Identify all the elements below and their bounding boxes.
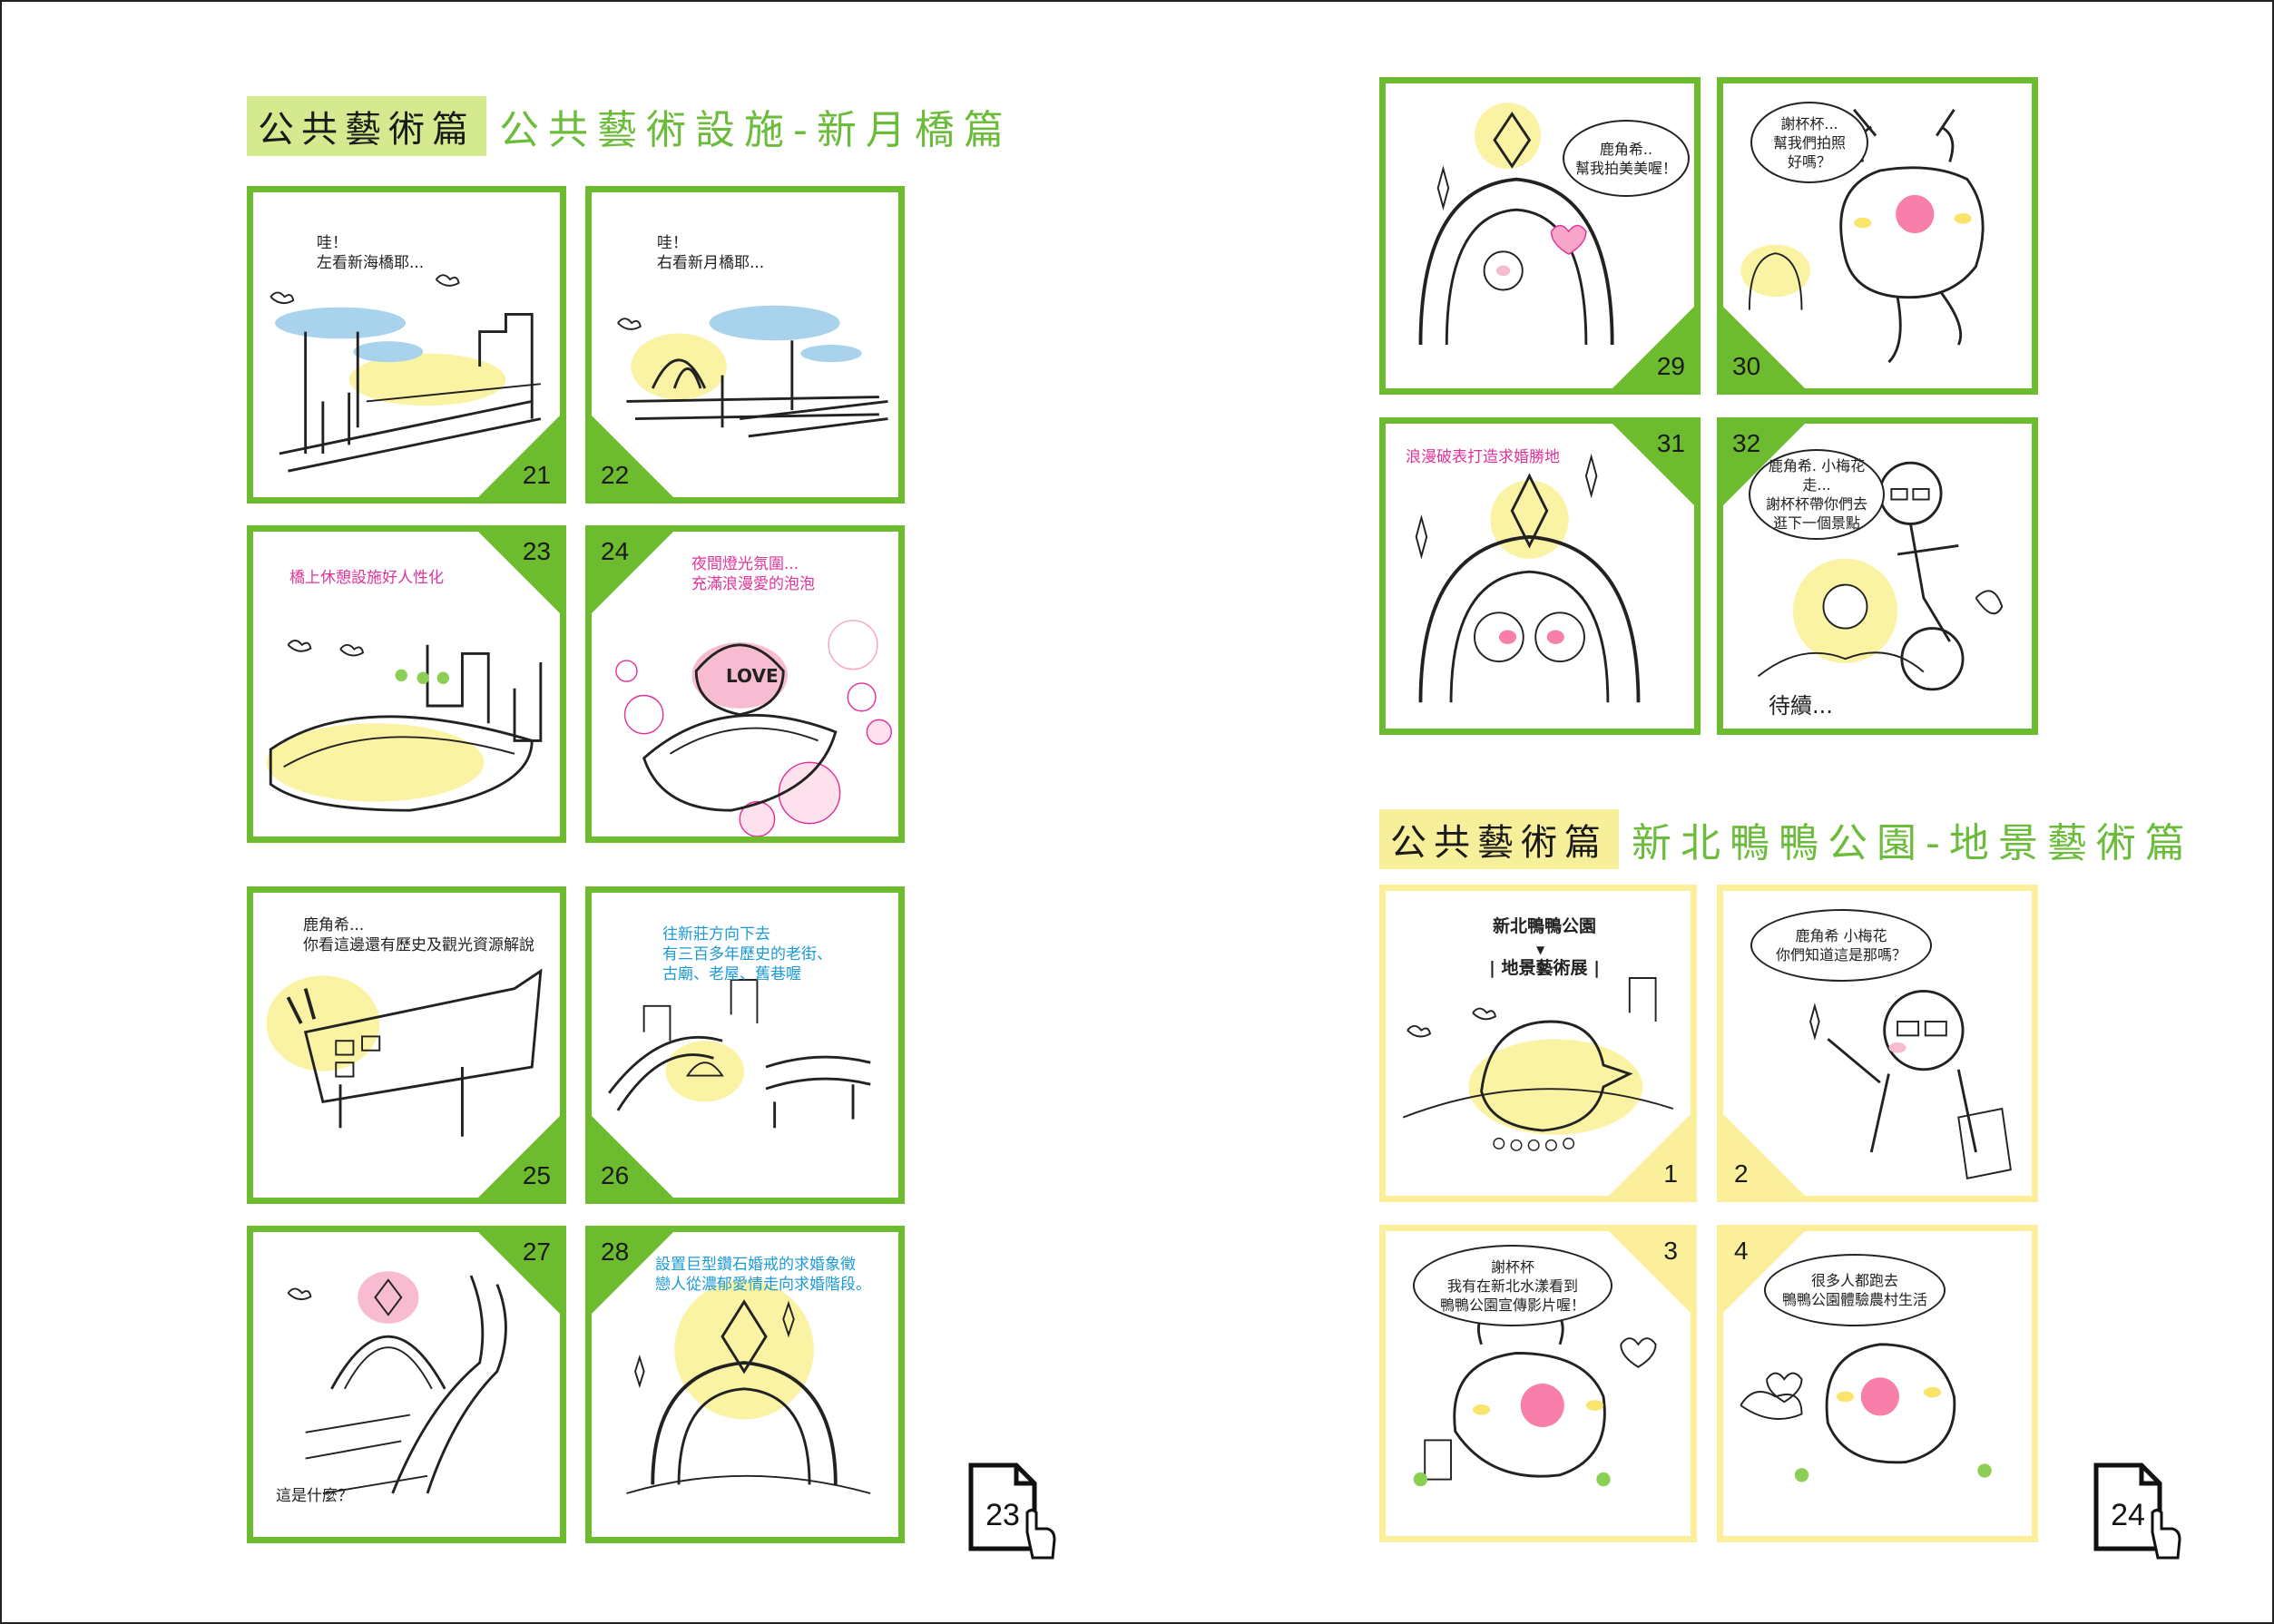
- panel-30-number: 30: [1732, 352, 1761, 380]
- panel-27-corner: [478, 1232, 560, 1314]
- panel-29: 鹿角希.. 幫我拍美美喔！ 29: [1379, 77, 1701, 395]
- panel-21-caption: 哇！ 左看新海橋耶...: [317, 234, 425, 272]
- page-number-24-label: 24: [2111, 1498, 2145, 1532]
- duck-panel-title-line1: 新北鴨鴨公園: [1492, 916, 1596, 936]
- xinzhuang-direction-illustration: [608, 979, 871, 1129]
- panel-28-number: 28: [601, 1238, 630, 1266]
- panel-24: 夜間燈光氛圍... 充滿浪漫愛的泡泡 LOVE 24: [585, 525, 905, 843]
- panel-duck-4-speech-bubble: 很多人都跑去 鴨鴨公園體驗農村生活: [1764, 1254, 1946, 1326]
- panel-31-number: 31: [1656, 429, 1685, 457]
- panel-31-corner: [1612, 424, 1694, 505]
- panel-22-caption: 哇！ 右看新月橋耶...: [657, 234, 765, 272]
- duck-panel-title-line2: | 地景藝術展 |: [1488, 958, 1601, 978]
- panel-28: 設置巨型鑽石婚戒的求婚象徵 戀人從濃郁愛情走向求婚階段。 28: [585, 1226, 905, 1543]
- panel-30-corner: [1723, 307, 1805, 388]
- duck-panel-title-arrow: ▼: [1536, 944, 1545, 956]
- couple-under-arch-illustration: [1415, 453, 1641, 703]
- left-header-title: 公共藝術設施-新月橋篇: [499, 107, 1013, 153]
- diamond-ring-distant-illustration: [287, 1271, 507, 1494]
- page-number-23-label: 23: [985, 1498, 1020, 1532]
- panel-26: 往新莊方向下去 有三百多年歷史的老街、 古廟、老屋、舊巷喔 26: [585, 886, 905, 1204]
- panel-31-caption: 浪漫破表打造求婚勝地: [1406, 448, 1560, 466]
- right-section-header: 公共藝術篇 新北鴨鴨公園-地景藝術篇: [1379, 809, 2194, 869]
- panel-28-corner: [592, 1232, 673, 1314]
- panel-21-corner: [478, 416, 560, 497]
- panel-24-number: 24: [601, 537, 630, 565]
- panel-31: 浪漫破表打造求婚勝地 31: [1379, 417, 1701, 735]
- panel-duck-1-corner: [1609, 1114, 1691, 1196]
- panel-duck-3-number: 3: [1663, 1237, 1678, 1265]
- panel-27-caption: 這是什麼？: [276, 1487, 353, 1505]
- panel-29-speech-bubble: 鹿角希.. 幫我拍美美喔！: [1563, 120, 1690, 197]
- cat-deer-with-phone-illustration: [1413, 1308, 1657, 1487]
- panel-duck-3-speech-bubble: 謝杯杯 我有在新北水漾看到 鴨鴨公園宣傳影片喔！: [1413, 1245, 1612, 1326]
- page-number-23: 23: [964, 1458, 1056, 1560]
- panel-23-number: 23: [522, 537, 551, 565]
- bridge-bench-illustration: [266, 640, 543, 812]
- panel-25-caption: 鹿角希... 你看這邊還有歷史及觀光資源解說: [303, 916, 534, 954]
- panel-duck-2: 鹿角希 小梅花 你們知道這是那嗎？ 2: [1717, 885, 2038, 1202]
- panel-22-corner: [592, 416, 673, 497]
- page-number-24: 24: [2089, 1458, 2181, 1560]
- panel-duck-3: 謝杯杯 我有在新北水漾看到 鴨鴨公園宣傳影片喔！ 3: [1379, 1225, 1697, 1542]
- panel-25-number: 25: [522, 1161, 551, 1189]
- panel-25-corner: [478, 1116, 560, 1198]
- panel-21-number: 21: [522, 461, 551, 489]
- panel-23: 橋上休憩設施好人性化 23: [247, 525, 566, 843]
- pointer-hand-icon: [1025, 1509, 1056, 1560]
- diamond-ring-arch-illustration: [626, 1279, 871, 1494]
- right-header-title: 新北鴨鴨公園-地景藝術篇: [1632, 820, 2194, 866]
- panel-duck-2-number: 2: [1734, 1159, 1749, 1188]
- cat-deer-character-illustration: [1740, 108, 1985, 364]
- panel-duck-2-speech-bubble: 鹿角希 小梅花 你們知道這是那嗎？: [1750, 909, 1932, 982]
- panel-22-number: 22: [601, 461, 630, 489]
- panel-29-corner: [1612, 307, 1694, 388]
- panel-30-speech-bubble: 謝杯杯... 幫我們拍照 好嗎？: [1750, 102, 1868, 183]
- panel-26-caption: 往新莊方向下去 有三百多年歷史的老街、 古廟、老屋、舊巷喔: [662, 925, 832, 983]
- panel-duck-1: 新北鴨鴨公園 ▼ | 地景藝術展 | 1: [1379, 885, 1697, 1202]
- yellow-duck-park-illustration: [1402, 977, 1674, 1151]
- bridge-left-view-illustration: [270, 274, 542, 473]
- uncle-pointing-illustration: [1809, 989, 2012, 1179]
- panel-24-love-sign: LOVE: [726, 665, 779, 687]
- left-header-tag: 公共藝術篇: [247, 96, 486, 156]
- panel-duck-4-number: 4: [1734, 1237, 1749, 1265]
- panel-24-caption: 夜間燈光氛圍... 充滿浪漫愛的泡泡: [691, 555, 815, 593]
- page-icon: [2093, 1463, 2181, 1560]
- panel-27: 這是什麼？ 27: [247, 1226, 566, 1543]
- panel-32: 鹿角希. 小梅花 走... 謝杯杯帶你們去 逛下一個景點 待續... 32: [1717, 417, 2038, 735]
- uncle-bicycle-illustration: [1757, 461, 2004, 691]
- panel-23-corner: [478, 532, 560, 613]
- right-header-tag: 公共藝術篇: [1379, 809, 1619, 869]
- panel-21: 哇！ 左看新海橋耶... 21: [247, 186, 566, 504]
- panel-26-number: 26: [601, 1161, 630, 1189]
- panel-26-corner: [592, 1116, 673, 1198]
- panel-duck-4: 很多人都跑去 鴨鴨公園體驗農村生活 4: [1717, 1225, 2038, 1542]
- panel-22: 哇！ 右看新月橋耶... 22: [585, 186, 905, 504]
- panel-29-number: 29: [1656, 352, 1685, 380]
- panel-30: 謝杯杯... 幫我們拍照 好嗎？ 30: [1717, 77, 2038, 395]
- couple-photo-ring-illustration: [1418, 103, 1614, 346]
- panel-23-caption: 橋上休憩設施好人性化: [289, 569, 444, 587]
- left-section-header: 公共藝術篇 公共藝術設施-新月橋篇: [247, 96, 1013, 156]
- panel-32-number: 32: [1732, 429, 1761, 457]
- panel-25: 鹿角希... 你看這邊還有歷史及觀光資源解說 25: [247, 886, 566, 1204]
- panel-27-number: 27: [522, 1238, 551, 1266]
- pointer-hand-icon: [2151, 1509, 2181, 1560]
- cat-farm-life-illustration: [1740, 1343, 1992, 1482]
- panel-duck-2-corner: [1723, 1114, 1805, 1196]
- bridge-right-view-illustration: [617, 305, 888, 438]
- panel-32-speech-bubble: 鹿角希. 小梅花 走... 謝杯杯帶你們去 逛下一個景點: [1749, 449, 1885, 540]
- panel-24-corner: [592, 532, 673, 613]
- panel-duck-1-number: 1: [1663, 1159, 1678, 1188]
- page-icon: [968, 1463, 1056, 1560]
- panel-28-caption: 設置巨型鑽石婚戒的求婚象徵 戀人從濃郁愛情走向求婚階段。: [655, 1256, 871, 1294]
- panel-duck-3-corner: [1609, 1231, 1691, 1313]
- panel-32-to-be-continued: 待續...: [1769, 693, 1833, 719]
- info-board-illustration: [266, 968, 543, 1137]
- love-bridge-night-illustration: [615, 620, 892, 836]
